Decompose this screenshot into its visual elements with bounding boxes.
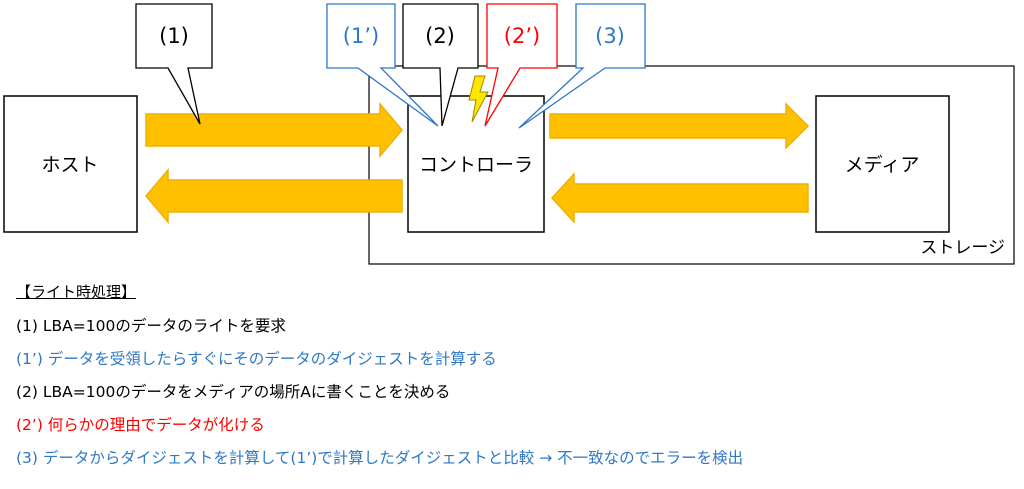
host-box bbox=[3, 95, 138, 233]
callout-1 bbox=[135, 3, 213, 125]
callout-1-prime bbox=[326, 3, 439, 127]
media-label: メディア bbox=[845, 154, 920, 176]
callout-2-prime bbox=[484, 3, 558, 127]
arrow-media-to-controller bbox=[550, 172, 809, 224]
callout-2-label: (2) bbox=[425, 24, 455, 48]
callout-3 bbox=[518, 3, 646, 129]
step-2: (2) LBA=100のデータをメディアの場所Aに書くことを決める bbox=[16, 383, 451, 401]
callout-2 bbox=[402, 3, 479, 127]
step-1: (1) LBA=100のデータのライトを要求 bbox=[16, 317, 286, 335]
arrow-controller-to-media bbox=[549, 102, 810, 150]
callout-1-prime-label: (1’) bbox=[343, 24, 379, 48]
controller-label: コントローラ bbox=[419, 154, 533, 176]
callout-3-label: (3) bbox=[595, 24, 625, 48]
arrow-host-to-controller bbox=[145, 101, 403, 159]
storage-enclosure bbox=[368, 65, 1015, 265]
media-box bbox=[815, 95, 950, 233]
arrow-controller-to-host bbox=[145, 167, 403, 225]
step-3: (3) データからダイジェストを計算して(1’)で計算したダイジェストと比較 →… bbox=[16, 449, 744, 467]
host-label: ホスト bbox=[41, 154, 98, 176]
write-flow-diagram: ストレージ ホスト コントローラ メディア (1) (1’) (2) (2’) … bbox=[3, 3, 1015, 265]
step-1-prime: (1’) データを受領したらすぐにそのデータのダイジェストを計算する bbox=[16, 350, 497, 368]
section-heading: 【ライト時処理】 bbox=[16, 283, 137, 301]
storage-label: ストレージ bbox=[920, 238, 1005, 258]
callout-1-label: (1) bbox=[159, 24, 189, 48]
step-2-prime: (2’) 何らかの理由でデータが化ける bbox=[16, 416, 265, 434]
write-process-section: 【ライト時処理】 (1) LBA=100のデータのライトを要求 (1’) データ… bbox=[16, 283, 1016, 481]
lightning-bolt-icon bbox=[468, 75, 489, 123]
callout-2-prime-label: (2’) bbox=[504, 24, 540, 48]
